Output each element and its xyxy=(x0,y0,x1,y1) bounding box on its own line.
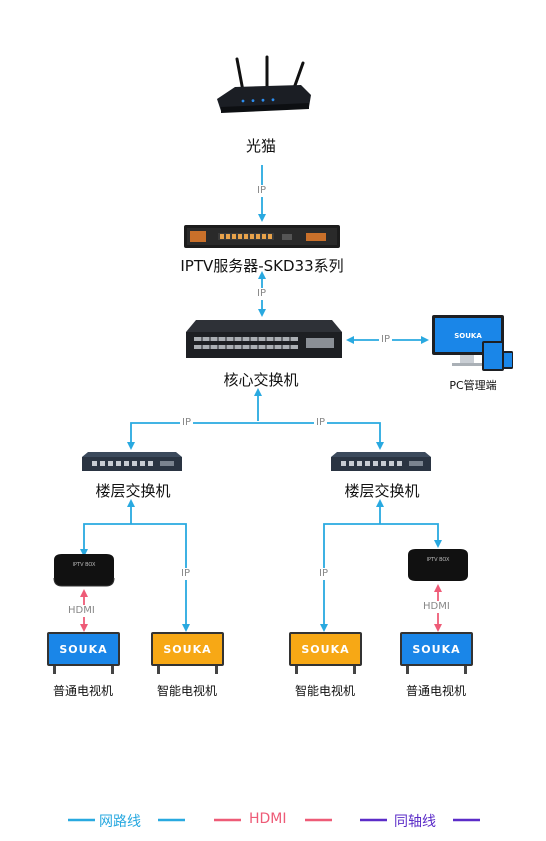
tv-2: SOUKA xyxy=(151,632,224,674)
iptv-box-right-icon: IPTV BOX xyxy=(408,549,468,581)
tv-1-label: 普通电视机 xyxy=(52,684,113,698)
core-switch-label: 核心交换机 xyxy=(223,371,299,389)
tv-1: SOUKA xyxy=(47,632,120,674)
tv-3-label: 智能电视机 xyxy=(294,684,355,698)
tv-2-label: 智能电视机 xyxy=(156,684,217,698)
floor-switch-right-icon xyxy=(331,452,431,471)
tv-3: SOUKA xyxy=(289,632,362,674)
wire-branch xyxy=(127,422,384,450)
tv-4: SOUKA xyxy=(400,632,473,674)
floor-switch-right-label: 楼层交换机 xyxy=(344,482,420,500)
legend-coax: 同轴线 xyxy=(394,814,436,830)
core-switch-icon xyxy=(186,320,342,358)
tv-4-screen: SOUKA xyxy=(400,632,473,666)
tv-1-screen: SOUKA xyxy=(47,632,120,666)
legend-hdmi: HDMI xyxy=(249,811,287,827)
floor-switch-left-label: 楼层交换机 xyxy=(95,482,171,500)
router-icon xyxy=(217,55,311,113)
tv-4-label: 普通电视机 xyxy=(405,684,466,698)
ip-tag-modem-server: IP xyxy=(255,185,268,197)
ip-tag-core-pc: IP xyxy=(379,334,392,346)
modem-label: 光猫 xyxy=(245,137,276,155)
ip-tag-left-smart-tv: IP xyxy=(179,568,192,580)
hdmi-tag-right: HDMI xyxy=(421,601,452,613)
pc-label: PC管理端 xyxy=(449,379,497,392)
ip-tag-left-branch: IP xyxy=(180,417,193,429)
pc-icon: SOUKA xyxy=(432,315,513,371)
ip-tag-right-smart-tv: IP xyxy=(317,568,330,580)
pc-screen-brand: SOUKA xyxy=(454,332,482,340)
iptv-server-label: IPTV服务器-SKD33系列 xyxy=(180,257,344,275)
iptv-box-right-text: IPTV BOX xyxy=(427,557,451,563)
iptv-box-left-text: IPTV BOX xyxy=(73,562,97,568)
tv-3-screen: SOUKA xyxy=(289,632,362,666)
ip-tag-server-core: IP xyxy=(255,288,268,300)
floor-switch-left-icon xyxy=(82,452,182,471)
ip-tag-right-branch: IP xyxy=(314,417,327,429)
tv-2-screen: SOUKA xyxy=(151,632,224,666)
hdmi-tag-left: HDMI xyxy=(66,605,97,617)
legend-network: 网路线 xyxy=(99,814,141,830)
iptv-server-icon xyxy=(184,225,340,248)
iptv-box-left-icon: IPTV BOX xyxy=(53,554,115,587)
